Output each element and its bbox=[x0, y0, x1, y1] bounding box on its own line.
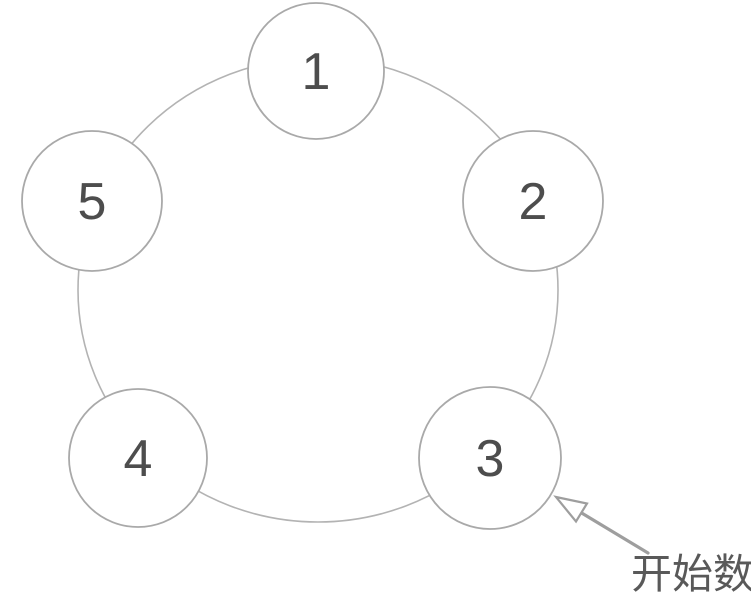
node-4-circle bbox=[68, 388, 208, 528]
node-2: 2 bbox=[462, 130, 604, 272]
start-arrow-head-icon bbox=[553, 495, 589, 524]
node-4: 4 bbox=[68, 388, 208, 528]
start-arrow bbox=[553, 495, 650, 555]
node-1-label: 1 bbox=[302, 43, 331, 101]
node-4-label: 4 bbox=[124, 430, 153, 488]
node-3: 3 bbox=[418, 386, 562, 530]
node-3-label: 3 bbox=[476, 430, 505, 488]
node-5-circle bbox=[21, 130, 163, 272]
node-3-circle bbox=[418, 386, 562, 530]
start-arrow-shaft bbox=[578, 510, 650, 555]
node-5-label: 5 bbox=[78, 173, 107, 231]
node-2-label: 2 bbox=[519, 173, 548, 231]
node-2-circle bbox=[462, 130, 604, 272]
node-1: 1 bbox=[247, 2, 385, 140]
node-1-circle bbox=[247, 2, 385, 140]
annotation-label: 开始数 bbox=[631, 551, 751, 597]
node-5: 5 bbox=[21, 130, 163, 272]
